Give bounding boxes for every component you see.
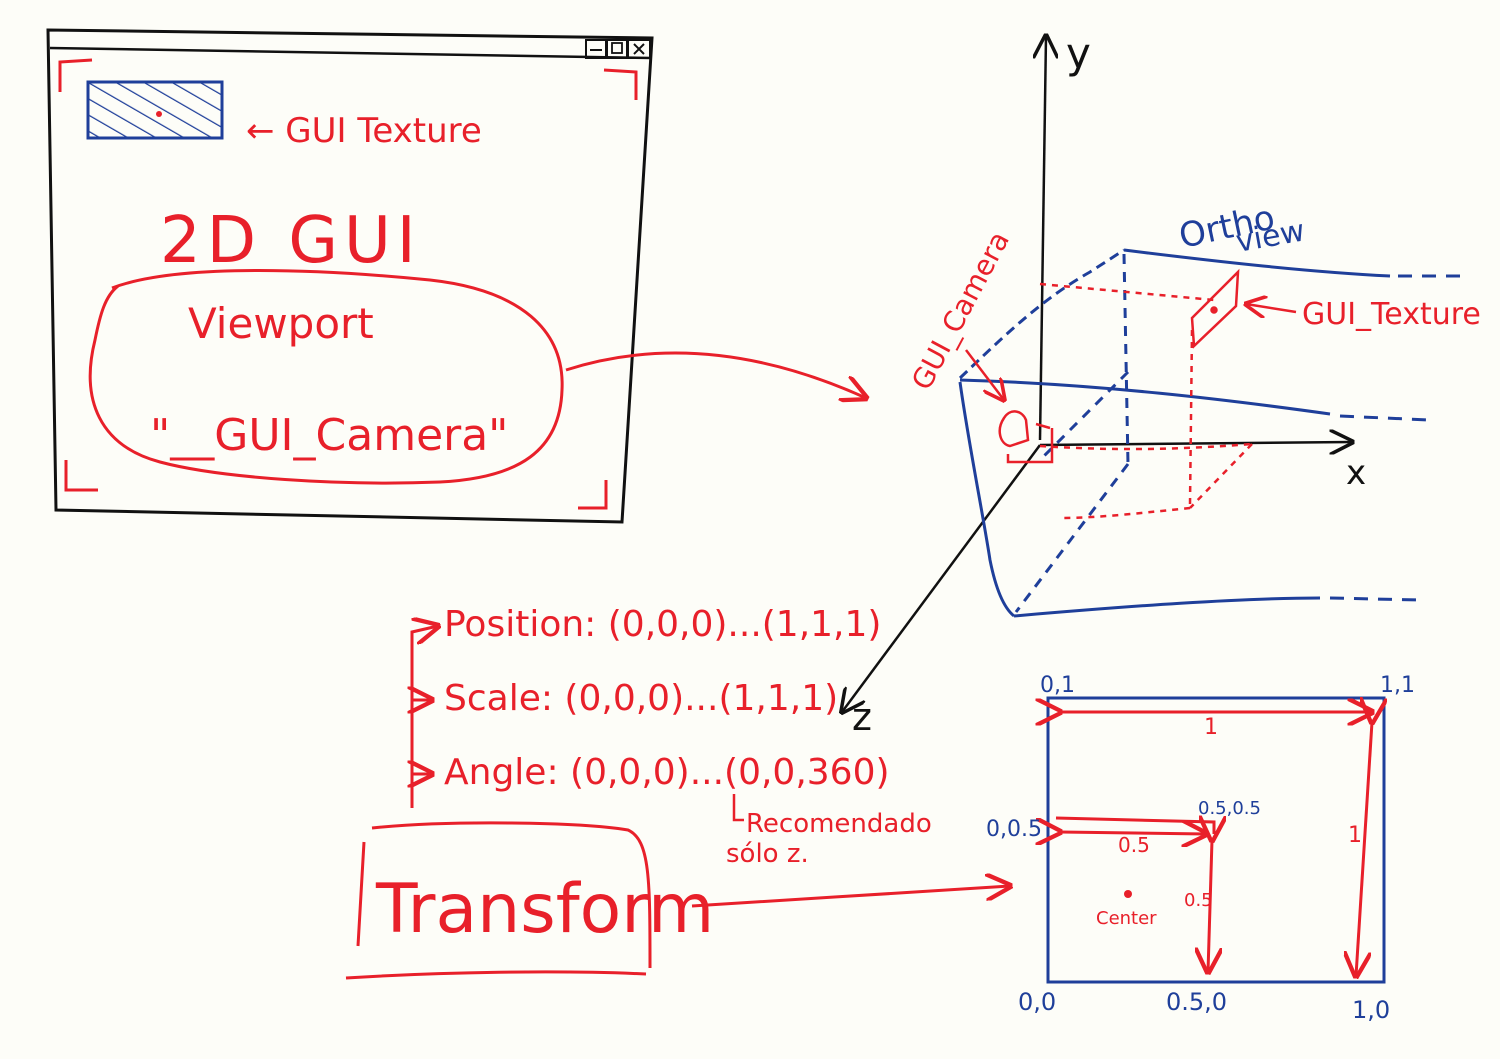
coord-mid-bottom: 0.5,0: [1166, 988, 1227, 1016]
y-axis: [1040, 36, 1046, 441]
height-arrow: [1356, 722, 1372, 976]
axis-x-label: x: [1346, 453, 1366, 493]
center-label: Center: [1096, 908, 1157, 929]
transform-box: [345, 821, 652, 980]
scale-range: Scale: (0,0,0)...(1,1,1): [444, 678, 838, 719]
gui-camera-3d-label: GUI_Camera: [905, 226, 1016, 395]
gui-title: 2D GUI: [160, 204, 422, 278]
position-range: Position: (0,0,0)...(1,1,1): [444, 604, 881, 645]
texture-pointer-arrow: [1246, 304, 1297, 312]
gui-texture-label: ← GUI Texture: [246, 111, 482, 151]
gui-texture-3d-label: GUI_Texture: [1302, 297, 1481, 332]
coords-square: [1046, 696, 1386, 984]
half-width-arrow: [1060, 832, 1206, 834]
camera-frustum-red: [1039, 268, 1253, 520]
ortho-frustum: [958, 248, 1462, 618]
camera-pointer-arrow: [965, 349, 1004, 400]
transform-to-coords-arrow: [691, 886, 1010, 908]
viewport-label: Viewport: [188, 299, 374, 348]
half-width-label: 0.5: [1118, 833, 1150, 857]
gui-texture-rect: [86, 80, 224, 140]
center-dot: [1124, 890, 1132, 898]
window-buttons: [585, 39, 651, 59]
viewport-blob: [88, 269, 564, 485]
camera-name-label: "__GUI_Camera": [150, 410, 508, 461]
transform-section: Position: (0,0,0)...(1,1,1) Scale: (0,0,…: [345, 604, 1010, 980]
height-label: 1: [1348, 823, 1362, 848]
coord-bottom-left: 0,0: [1018, 988, 1056, 1016]
axis-z-label: z: [852, 695, 872, 739]
window-to-3d-arrow: [565, 351, 866, 398]
angle-range: Angle: (0,0,0)...(0,0,360): [444, 752, 890, 793]
width-label: 1: [1204, 715, 1218, 740]
axis-y-label: y: [1066, 29, 1091, 78]
camera-icon: [998, 410, 1054, 464]
x-axis: [1039, 442, 1352, 445]
close-icon[interactable]: [627, 39, 651, 59]
z-axis: [842, 444, 1042, 712]
coord-top-left: 0,1: [1040, 673, 1075, 698]
ortho-view-3d: y x z: [842, 29, 1481, 739]
half-height-label: 0.5: [1184, 890, 1213, 911]
viewport-corner-marks: [58, 58, 638, 510]
coord-bottom-right: 1,0: [1352, 996, 1390, 1024]
half-height-arrow: [1208, 840, 1212, 972]
coord-center-point: 0.5,0.5: [1198, 798, 1261, 819]
only-z-note: sólo z.: [726, 839, 809, 869]
gui-window: ← GUI Texture 2D GUI Viewport "__GUI_Cam…: [46, 28, 866, 524]
recommend-note: Recomendado: [746, 809, 932, 839]
coord-top-right: 1,1: [1380, 673, 1415, 698]
coord-mid-left: 0,0.5: [986, 817, 1042, 842]
normalized-coords: 1 1 0.5 0.5 Center 0,1 1,1 0,0 1,0 0,0.5…: [986, 673, 1415, 1024]
transform-label: Transform: [375, 870, 714, 949]
